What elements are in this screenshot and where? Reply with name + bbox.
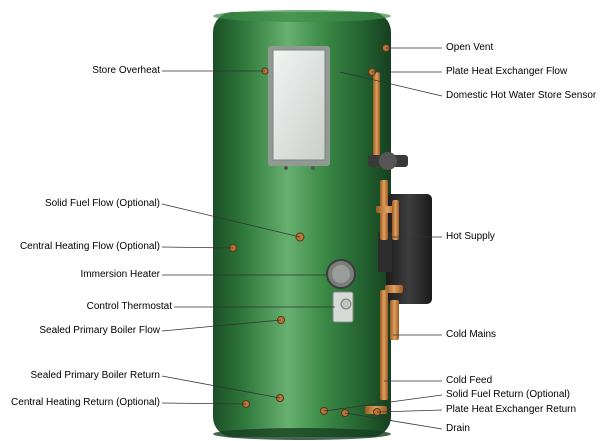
label-cold-feed: Cold Feed	[446, 375, 493, 386]
label-sealed-primary-boiler-return: Sealed Primary Boiler Return	[30, 370, 161, 381]
label-immersion-heater: Immersion Heater	[80, 269, 160, 280]
label-solid-fuel-return: Solid Fuel Return (Optional)	[446, 389, 570, 400]
label-control-thermostat: Control Thermostat	[86, 301, 172, 312]
immersion-heater-boss	[326, 259, 356, 289]
label-drain: Drain	[446, 423, 470, 434]
label-plate-heat-exchanger-return: Plate Heat Exchanger Return	[446, 404, 577, 415]
label-store-overheat: Store Overheat	[92, 65, 160, 76]
cylinder-body	[213, 10, 391, 440]
label-sealed-primary-boiler-flow: Sealed Primary Boiler Flow	[39, 325, 160, 336]
label-open-vent: Open Vent	[446, 42, 494, 53]
label-cold-mains: Cold Mains	[446, 329, 497, 340]
label-solid-fuel-flow: Solid Fuel Flow (Optional)	[44, 198, 160, 209]
label-domestic-hot-water-store-sensor: Domestic Hot Water Store Sensor	[446, 90, 597, 101]
leader-lines	[161, 47, 443, 430]
label-central-heating-return: Central Heating Return (Optional)	[11, 397, 160, 408]
label-central-heating-flow: Central Heating Flow (Optional)	[19, 241, 160, 252]
copper-pipework	[365, 72, 408, 414]
label-hot-supply: Hot Supply	[446, 231, 495, 242]
control-thermostat-box	[332, 291, 354, 323]
label-plate-heat-exchanger-flow: Plate Heat Exchanger Flow	[446, 66, 568, 77]
control-panel	[268, 46, 330, 170]
